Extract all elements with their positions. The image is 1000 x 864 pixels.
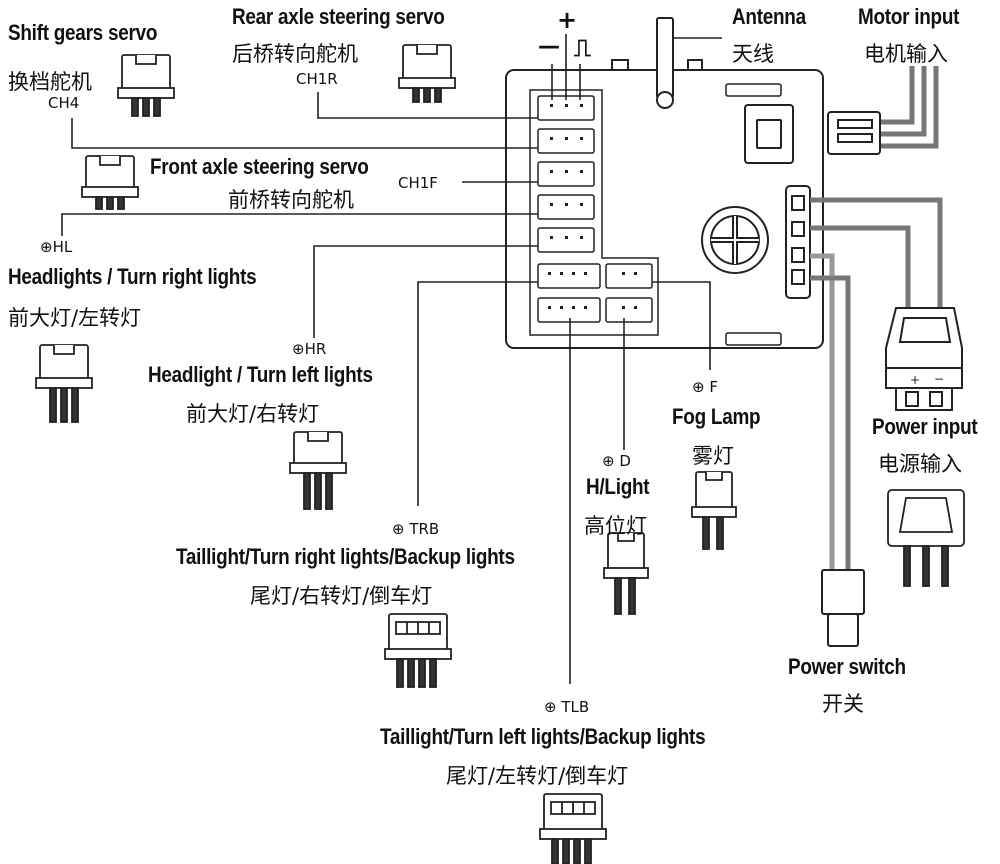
hr-en: Headlight / Turn left lights: [148, 362, 373, 387]
rear-axle-cn: 后桥转向舵机: [232, 42, 358, 66]
hl-light-plug: [35, 344, 93, 423]
front-axle-code: CH1F: [398, 174, 438, 192]
plus-mark: +: [910, 373, 920, 387]
power-input-en: Power input: [872, 414, 978, 439]
antenna-cn: 天线: [732, 42, 774, 66]
tlb-light-plug: [539, 793, 607, 864]
power-switch-en: Power switch: [788, 654, 906, 679]
trb-cn: 尾灯/右转灯/倒车灯: [250, 584, 433, 608]
fog-cn: 雾灯: [692, 444, 734, 468]
tlb-cn: 尾灯/左转灯/倒车灯: [446, 764, 629, 788]
d-light-plug: [603, 532, 649, 615]
tlb-code: ⊕ TLB: [544, 698, 590, 716]
leader-lines: [61, 34, 722, 684]
front-axle-cn: 前桥转向舵机: [228, 188, 354, 212]
antenna-en: Antenna: [732, 4, 806, 29]
board-motor-socket: [744, 104, 794, 164]
power-switch-part: [821, 569, 865, 647]
motor-cn: 电机输入: [864, 42, 948, 66]
power-plug: [885, 307, 963, 411]
fog-light-plug: [691, 471, 737, 550]
antenna-part: [656, 17, 674, 109]
shift-gears-cn: 换档舵机: [8, 70, 92, 94]
shift-gears-en: Shift gears servo: [8, 20, 158, 45]
shift-gears-code: CH4: [48, 94, 80, 112]
rear-servo-plug: [398, 44, 456, 103]
hl-en: Headlights / Turn right lights: [8, 264, 257, 289]
hr-light-plug: [289, 431, 347, 510]
power-input-cn: 电源输入: [878, 452, 962, 476]
motor-en: Motor input: [858, 4, 960, 29]
hl-cn: 前大灯/左转灯: [8, 306, 142, 330]
power-switch-cn: 开关: [822, 692, 864, 716]
trb-en: Taillight/Turn right lights/Backup light…: [176, 544, 515, 569]
rear-axle-en: Rear axle steering servo: [232, 4, 445, 29]
minus-pin-symbol: —: [538, 34, 560, 59]
motor-cable: [880, 66, 939, 149]
hr-code: ⊕HR: [292, 340, 327, 358]
fog-code: ⊕ F: [692, 378, 718, 396]
d-code: ⊕ D: [602, 452, 631, 470]
hl-code: ⊕HL: [40, 238, 73, 256]
minus-mark: −: [934, 372, 944, 386]
motor-plug: [827, 111, 881, 155]
trb-light-plug: [384, 613, 452, 688]
light-ports: [537, 263, 653, 323]
tlb-en: Taillight/Turn left lights/Backup lights: [380, 724, 706, 749]
servo-ports: [537, 95, 595, 253]
fog-en: Fog Lamp: [672, 404, 761, 429]
front-servo-plug: [81, 155, 139, 210]
servo-port-pins: [550, 104, 583, 239]
d-en: H/Light: [586, 474, 650, 499]
battery-plug: [887, 489, 965, 587]
front-axle-en: Front axle steering servo: [150, 154, 369, 179]
d-cn: 高位灯: [584, 514, 647, 538]
plus-pin-symbol: +: [557, 6, 578, 34]
signal-pin-symbol: ⎍: [574, 34, 591, 62]
power-cables: [810, 197, 943, 570]
hr-cn: 前大灯/右转灯: [186, 402, 320, 426]
trb-code: ⊕ TRB: [392, 520, 440, 538]
rear-axle-code: CH1R: [296, 70, 338, 88]
light-port-pins: [548, 272, 637, 309]
bind-button: [701, 206, 769, 274]
shift-servo-plug: [117, 54, 175, 117]
board-power-header: [785, 185, 811, 299]
